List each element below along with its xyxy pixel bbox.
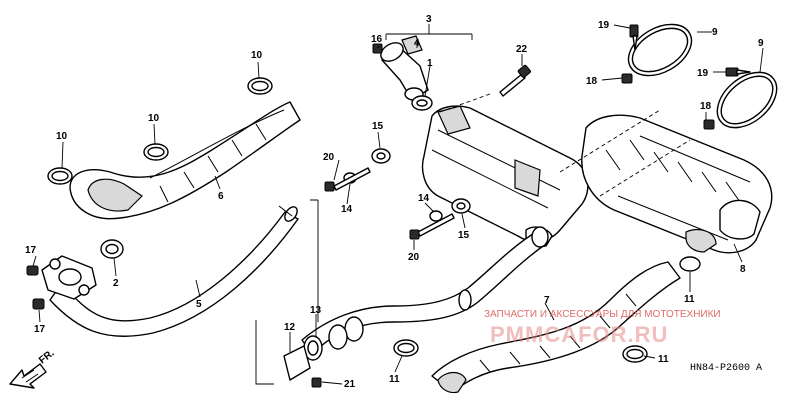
callout-15-upper: 15 xyxy=(372,121,384,132)
callout-8: 8 xyxy=(740,264,746,275)
callout-17-lower: 17 xyxy=(34,324,46,335)
callout-9-lower: 9 xyxy=(758,38,764,49)
callout-7: 7 xyxy=(544,295,550,306)
rear-heat-shield xyxy=(581,114,773,254)
muffler-inlet-pipe xyxy=(380,35,429,101)
callout-11-lower-left: 11 xyxy=(389,374,400,385)
callout-10-left: 10 xyxy=(56,131,68,142)
callout-20-upper: 20 xyxy=(323,152,335,163)
callout-20-lower: 20 xyxy=(408,252,420,263)
joint-collar xyxy=(328,316,364,350)
front-arrow: FR. xyxy=(9,348,57,389)
callout-11-right: 11 xyxy=(684,294,695,305)
callout-3: 3 xyxy=(426,14,432,25)
callout-19-lower: 19 xyxy=(697,68,709,79)
callout-22: 22 xyxy=(516,44,528,55)
clamp-bolt xyxy=(629,24,751,77)
callout-18-upper: 18 xyxy=(586,76,598,87)
muffler-band-clamp xyxy=(627,23,778,129)
stud-bolt xyxy=(26,265,45,310)
callout-12: 12 xyxy=(284,322,296,333)
callout-4: 4 xyxy=(414,38,420,49)
tail-pipe xyxy=(301,226,549,355)
tail-bracket xyxy=(283,345,322,388)
nut xyxy=(372,43,383,54)
muffler xyxy=(421,105,589,248)
callout-14-upper: 14 xyxy=(341,204,353,215)
diagram-code: HN84-P2600 A xyxy=(690,363,762,374)
pipe-gasket xyxy=(411,95,433,111)
callout-15-lower: 15 xyxy=(458,230,470,241)
callout-11-lower-right: 11 xyxy=(658,354,669,365)
lower-heat-shield xyxy=(431,261,681,394)
tail-gasket xyxy=(303,335,323,361)
callout-10-middle: 10 xyxy=(148,113,160,124)
bolt xyxy=(499,64,531,97)
exhaust-joint-gasket xyxy=(100,239,124,259)
callout-13: 13 xyxy=(310,305,322,316)
callout-2: 2 xyxy=(113,278,119,289)
callout-19-upper: 19 xyxy=(598,20,610,31)
callout-9-upper: 9 xyxy=(712,27,718,38)
watermark-line1: ЗАПЧАСТИ И АКСЕССУАРЫ ДЛЯ МОТОТЕХНИКИ xyxy=(484,309,721,320)
callout-16: 16 xyxy=(371,34,383,45)
watermark-line2: PMMCAFOR.RU xyxy=(490,322,668,347)
watermark: ЗАПЧАСТИ И АКСЕССУАРЫ ДЛЯ МОТОТЕХНИКИ PM… xyxy=(484,309,721,347)
callout-1: 1 xyxy=(427,58,433,69)
flange-bolt xyxy=(324,167,455,240)
callout-18-lower: 18 xyxy=(700,101,712,112)
exhaust-pipe xyxy=(41,205,299,337)
callout-labels: 3 4 16 1 22 19 9 18 19 9 18 10 10 10 6 1… xyxy=(25,14,764,390)
leader-lines xyxy=(32,24,764,385)
front-heat-shield xyxy=(69,101,301,220)
callout-21: 21 xyxy=(344,379,356,390)
band-clamp xyxy=(47,77,273,185)
callout-10-upper: 10 xyxy=(251,50,263,61)
tail-pipe-clamp xyxy=(393,256,701,363)
reference-lines xyxy=(255,33,691,385)
clamp-nut xyxy=(621,73,715,130)
callout-6: 6 xyxy=(218,191,224,202)
callout-5: 5 xyxy=(196,299,202,310)
callout-14-lower: 14 xyxy=(418,193,430,204)
collar xyxy=(371,148,471,214)
callout-17-upper: 17 xyxy=(25,245,37,256)
